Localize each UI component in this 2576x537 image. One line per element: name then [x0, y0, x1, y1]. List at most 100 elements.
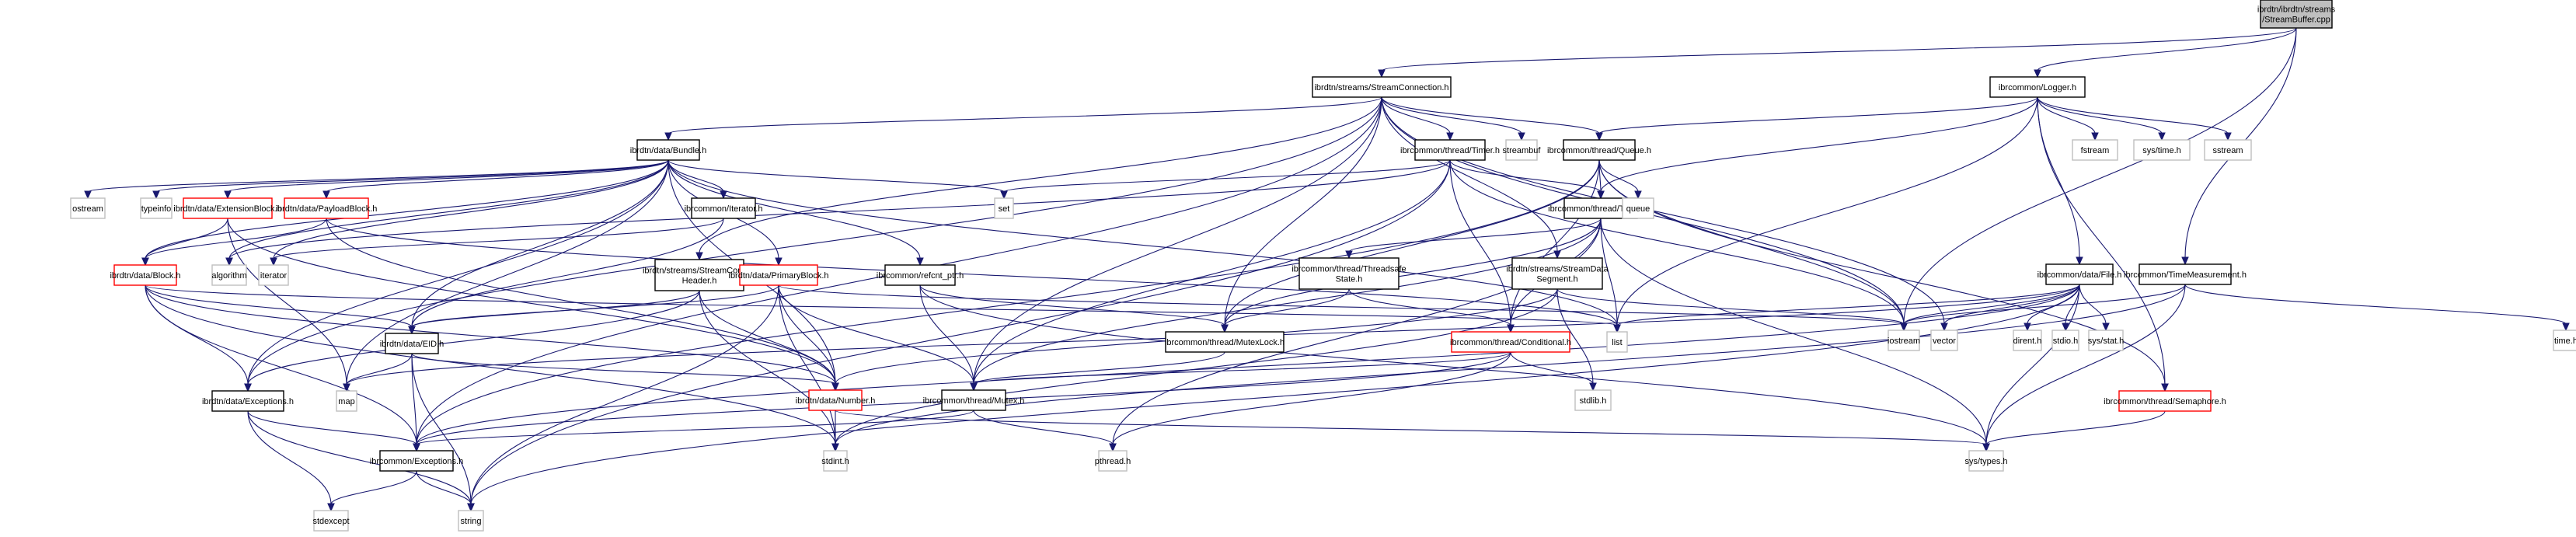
edge-line [1381, 96, 1451, 134]
node-label: ibrcommon/Logger.h [1999, 83, 2076, 92]
edge-line [330, 470, 417, 505]
node-bundle[interactable]: ibrdtn/data/Bundle.h [630, 139, 706, 161]
node-ostream: ostream [70, 197, 106, 219]
edge-primaryblock-to-eid [408, 284, 779, 335]
edge-refcnt-to-systypes [919, 284, 1990, 452]
node-box [284, 197, 369, 219]
edge-refcnt-to-mutexlock [919, 284, 1229, 333]
node-box [1989, 76, 2086, 98]
node-refcnt[interactable]: ibrcommon/refcnt_ptr.h [877, 264, 964, 286]
node-label: pthread.h [1095, 457, 1131, 466]
arrowhead-icon [225, 257, 233, 267]
edge-line [227, 218, 836, 385]
arrowhead-icon [1597, 190, 1605, 200]
arrowhead-icon [2091, 132, 2099, 141]
node-label: ostream [72, 204, 103, 214]
node-semaphore[interactable]: ibrcommon/thread/Semaphore.h [2104, 390, 2226, 412]
edge-line [2037, 96, 2096, 134]
node-box [2045, 263, 2114, 285]
node-number[interactable]: ibrdtn/data/Number.h [796, 389, 876, 411]
arrowhead-icon [2076, 256, 2083, 266]
edge-line [2037, 27, 2297, 71]
edge-mutexlock-to-mutex [970, 351, 1225, 392]
edge-line [2037, 96, 2080, 259]
node-label: string [461, 517, 482, 526]
arrowhead-icon [1109, 443, 1117, 452]
node-label: dirent.h [2013, 336, 2042, 346]
edge-file-to-vector [1940, 284, 2080, 332]
node-conditional[interactable]: ibrcommon/thread/Conditional.h [1450, 331, 1571, 353]
node-label: typeinfo [141, 204, 172, 214]
edge-line [1381, 96, 1522, 134]
node-block[interactable]: ibrdtn/data/Block.h [110, 264, 181, 286]
node-box [211, 264, 247, 286]
node-box [183, 197, 273, 219]
edge-primaryblock-to-iostream [778, 284, 1908, 332]
node-timemeasurement[interactable]: ibrcommon/TimeMeasurement.h [2124, 263, 2247, 285]
node-box [994, 197, 1014, 219]
arrowhead-icon [322, 190, 330, 200]
edge-root-to-logger [2034, 27, 2297, 78]
node-algorithm: algorithm [211, 264, 247, 286]
node-file[interactable]: ibrcommon/data/File.h [2037, 263, 2122, 285]
node-box [2013, 330, 2042, 351]
node-timer[interactable]: ibrcommon/thread/Timer.h [1400, 139, 1500, 161]
node-eid[interactable]: ibrdtn/data/EID.h [380, 333, 444, 354]
edge-line [247, 410, 332, 505]
edge-streamconnection-to-timer [1381, 96, 1454, 141]
node-payloadblock[interactable]: ibrdtn/data/PayloadBlock.h [276, 197, 378, 219]
edge-line [1903, 27, 2297, 325]
node-box [2553, 330, 2576, 351]
edge-logger-to-thread [1597, 96, 2038, 200]
node-stdlib: stdlib.h [1574, 389, 1612, 411]
arrowhead-icon [775, 257, 783, 267]
node-box [739, 264, 818, 286]
edge-line [1556, 288, 1905, 325]
node-streamconnection[interactable]: ibrdtn/streams/StreamConnection.h [1312, 76, 1452, 98]
node-fstream: fstream [2072, 139, 2118, 161]
node-box [1298, 257, 1400, 290]
node-box [1930, 330, 1958, 351]
edge-streamconnection-to-streambuf [1381, 96, 1525, 141]
edge-timer-to-thread [1449, 159, 1605, 200]
node-label: State.h [1336, 275, 1363, 284]
edge-line [1224, 218, 1602, 326]
edge-line [973, 351, 1511, 385]
node-mutex[interactable]: ibrcommon/thread/Mutex.h [923, 389, 1025, 411]
edge-line [247, 410, 472, 505]
edge-line [1510, 351, 1594, 385]
edge-logger-to-sstream [2037, 96, 2232, 141]
node-box [2139, 263, 2232, 285]
node-dexceptions[interactable]: ibrdtn/data/Exceptions.h [202, 390, 294, 412]
node-label: ibrcommon/Exceptions.h [370, 457, 463, 466]
node-mutexlock[interactable]: ibrcommon/thread/MutexLock.h [1165, 331, 1285, 353]
node-label: list [1612, 338, 1622, 347]
node-label: streambuf [1503, 146, 1542, 155]
node-queue_h[interactable]: ibrcommon/thread/Queue.h [1547, 139, 1651, 161]
node-dirent: dirent.h [2013, 330, 2042, 351]
edge-line [247, 410, 417, 445]
edge-line [1449, 159, 1602, 193]
node-iostream: iostream [1888, 330, 1920, 351]
edge-logger-to-list [1613, 96, 2038, 333]
node-box [1505, 139, 1538, 161]
node-primaryblock[interactable]: ibrdtn/data/PrimaryBlock.h [729, 264, 829, 286]
node-iterator_h[interactable]: ibrcommon/Iterator.h [685, 197, 763, 219]
node-box [258, 264, 289, 286]
node-logger[interactable]: ibrcommon/Logger.h [1989, 76, 2086, 98]
edge-line [228, 159, 1451, 260]
node-cexceptions[interactable]: ibrcommon/Exceptions.h [370, 450, 463, 472]
node-root[interactable]: ibrdtn/ibrdtn/streams/StreamBuffer.cpp [2257, 0, 2336, 29]
arrowhead-icon [467, 503, 475, 512]
edge-line [416, 159, 1600, 445]
node-extensionblock[interactable]: ibrdtn/data/ExtensionBlock.h [173, 197, 282, 219]
node-label: Header.h [682, 277, 717, 286]
node-label: sys/stat.h [2088, 336, 2124, 346]
arrowhead-icon [343, 383, 350, 392]
node-box [1606, 331, 1628, 353]
node-label: ibrdtn/data/Block.h [110, 271, 180, 281]
edge-refcnt-to-mutex [919, 284, 978, 392]
